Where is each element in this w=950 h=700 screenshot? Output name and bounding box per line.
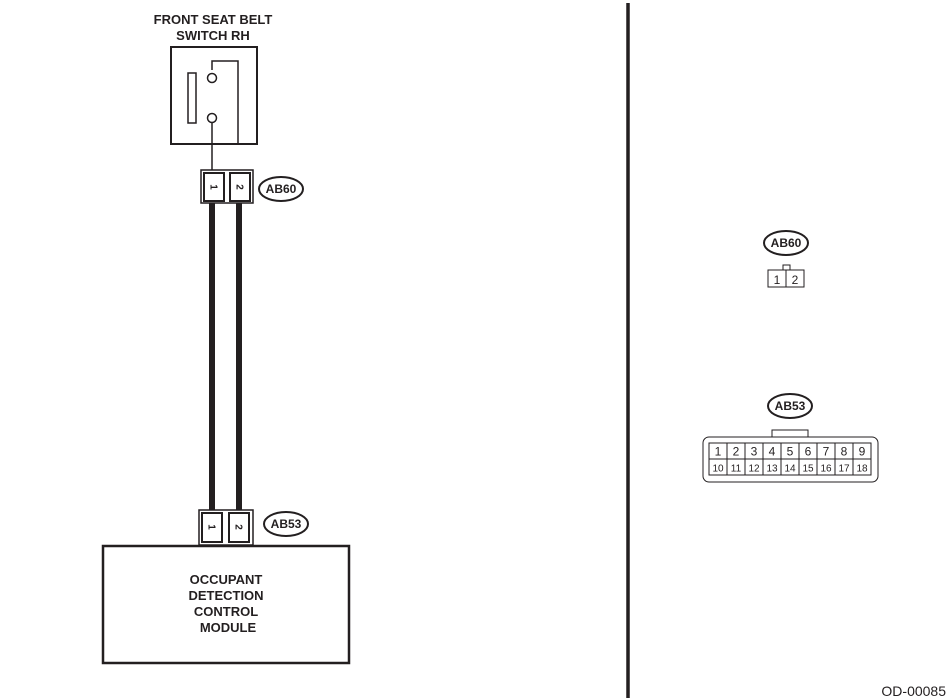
connector-ab53-pin2-cell bbox=[228, 512, 250, 543]
legend-ab53-label: AB53 bbox=[775, 399, 806, 413]
switch-title-line1: FRONT SEAT BELT bbox=[154, 12, 273, 27]
legend-ab53-pin-7: 7 bbox=[823, 445, 830, 459]
legend-ab53-pin-1: 1 bbox=[715, 445, 722, 459]
switch-box bbox=[170, 46, 258, 145]
legend-ab53-pin-17: 17 bbox=[838, 464, 850, 475]
connector-ab53: 1 2 AB53 bbox=[198, 509, 309, 546]
legend-ab60-tag bbox=[763, 230, 809, 256]
connector-ab53-pin2: 2 bbox=[233, 524, 244, 530]
seat-belt-switch bbox=[170, 46, 258, 170]
legend-ab53-pin-9: 9 bbox=[859, 445, 866, 459]
legend-ab53-pin-3: 3 bbox=[751, 445, 758, 459]
legend-ab53-pin-13: 13 bbox=[766, 464, 778, 475]
module-name-line2: DETECTION bbox=[188, 588, 263, 603]
connector-ab60-pin1: 1 bbox=[208, 184, 219, 190]
switch-title-line2: SWITCH RH bbox=[176, 28, 250, 43]
legend-ab53-pin-18: 18 bbox=[856, 464, 868, 475]
legend-ab53-pin-cell bbox=[852, 458, 872, 476]
legend-ab53-latch bbox=[771, 429, 809, 440]
switch-contact-upper bbox=[206, 72, 218, 84]
connector-ab53-label: AB53 bbox=[271, 517, 302, 531]
switch-buckle-slot bbox=[187, 72, 197, 124]
legend-ab53-pin-4: 4 bbox=[769, 445, 776, 459]
connector-ab60-pin2: 2 bbox=[234, 184, 245, 190]
legend-ab53-pin-12: 12 bbox=[748, 464, 760, 475]
module-name-line3: CONTROL bbox=[194, 604, 258, 619]
connector-ab60: 1 2 AB60 bbox=[200, 169, 304, 204]
legend-ab53-pin-10: 10 bbox=[712, 464, 724, 475]
connector-ab60-tag bbox=[258, 176, 304, 202]
legend-ab53-pin-5: 5 bbox=[787, 445, 794, 459]
module-name-line4: MODULE bbox=[200, 620, 257, 635]
legend-ab53-pin-8: 8 bbox=[841, 445, 848, 459]
module-name-line1: OCCUPANT bbox=[190, 572, 263, 587]
legend-ab53-pin-16: 16 bbox=[820, 464, 832, 475]
figure-code: OD-00085 bbox=[881, 683, 946, 699]
legend-ab60-pin2: 2 bbox=[792, 273, 799, 287]
connector-ab60-pin1-cell bbox=[203, 172, 225, 202]
legend-ab53-tag bbox=[767, 393, 813, 419]
legend-ab53-pin-15: 15 bbox=[802, 464, 814, 475]
connector-ab53-tag bbox=[263, 511, 309, 537]
connector-ab53-pin1: 1 bbox=[206, 524, 217, 530]
legend-ab53-pin-2: 2 bbox=[733, 445, 740, 459]
connector-ab60-label: AB60 bbox=[266, 182, 297, 196]
legend-ab60-label: AB60 bbox=[771, 236, 802, 250]
connector-ab60-pin2-cell bbox=[229, 172, 251, 202]
legend-ab60-latch bbox=[782, 264, 791, 271]
harness bbox=[209, 203, 242, 511]
switch-contact-wire bbox=[211, 60, 239, 144]
legend-ab53-pin-14: 14 bbox=[784, 464, 796, 475]
legend-ab60: AB60 1 2 bbox=[763, 230, 809, 288]
control-module-box bbox=[101, 544, 351, 665]
control-module: OCCUPANT DETECTION CONTROL MODULE bbox=[101, 544, 351, 665]
legend-ab60-pin1: 1 bbox=[774, 273, 781, 287]
legend-ab53-pin-6: 6 bbox=[805, 445, 812, 459]
legend-ab53-pin-11: 11 bbox=[731, 464, 742, 475]
connector-ab53-pin1-cell bbox=[201, 512, 223, 543]
switch-contact-lower bbox=[206, 112, 218, 124]
